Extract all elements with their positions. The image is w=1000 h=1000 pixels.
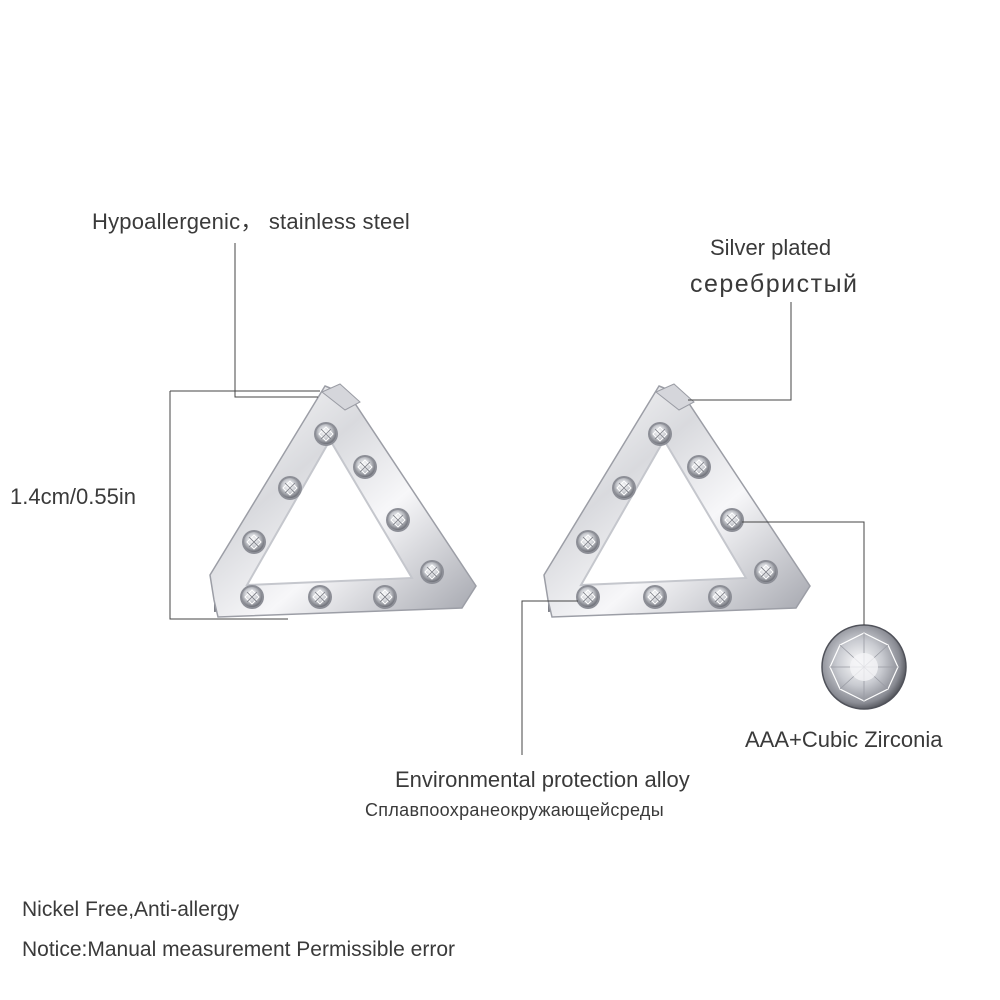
plating-label-en: Silver plated — [710, 235, 832, 260]
earring-right — [543, 383, 811, 618]
earring-left — [209, 383, 477, 618]
stone-label: AAA+Cubic Zirconia — [745, 727, 943, 752]
leader-lines — [169, 243, 865, 755]
alloy-label-en: Environmental protection alloy — [395, 767, 690, 792]
cubic-zirconia-gem — [821, 624, 907, 710]
plating-label-ru: серебристый — [690, 270, 859, 298]
material-label: Hypoallergenic， stainless steel — [92, 209, 411, 234]
size-label: 1.4cm/0.55in — [10, 484, 136, 509]
measurement-notice: Notice:Manual measurement Permissible er… — [22, 938, 455, 961]
alloy-label-ru: Сплавпоохранеокружающейсреды — [365, 800, 664, 820]
nickel-free-note: Nickel Free,Anti-allergy — [22, 898, 240, 921]
